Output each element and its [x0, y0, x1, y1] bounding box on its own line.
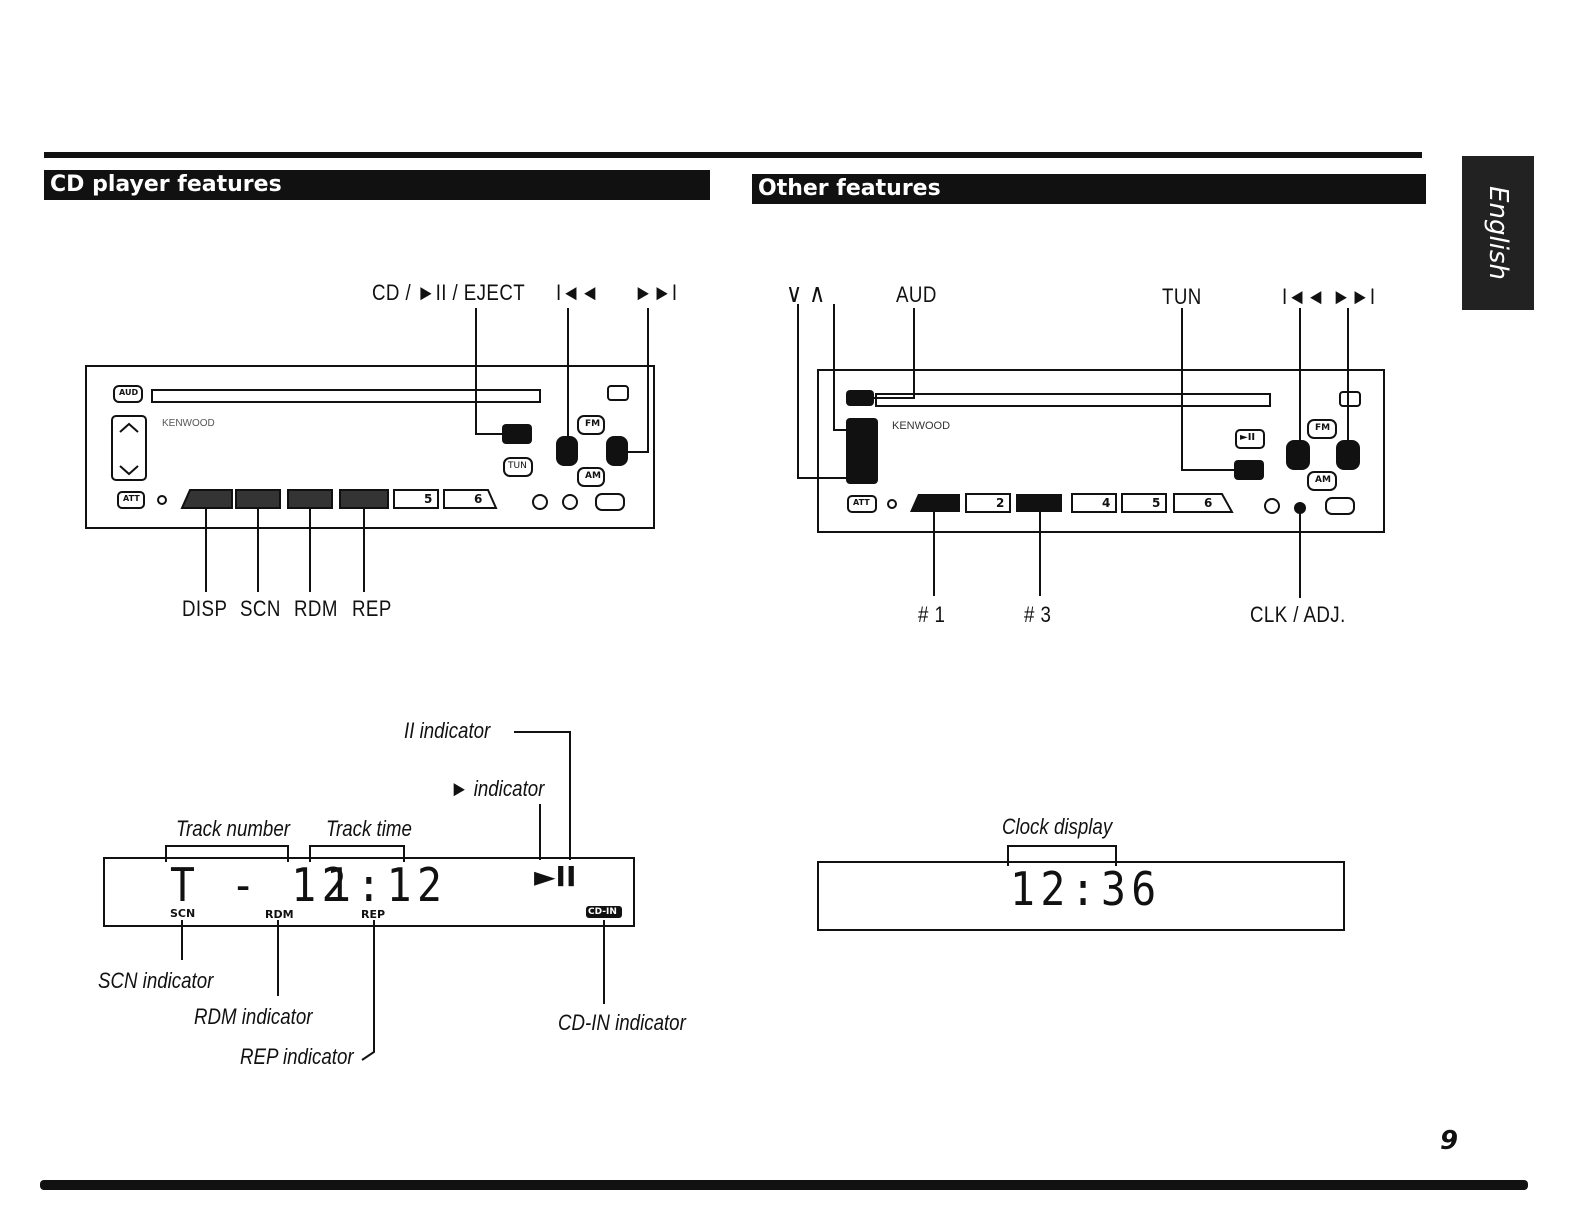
top-rule — [44, 152, 1422, 158]
tun-label: TUN — [1162, 284, 1202, 309]
cd-att-button: ATT — [123, 494, 140, 503]
rep-indicator-label: REP indicator — [240, 1044, 354, 1069]
down-up-label: ∨ ∧ — [786, 278, 826, 308]
cd-tun-button: TUN — [508, 461, 527, 471]
cdin-tag: CD-IN — [588, 907, 617, 917]
bottom-rule — [40, 1180, 1528, 1190]
other-fm-button: FM — [1315, 423, 1331, 433]
scn-label: SCN — [240, 596, 281, 621]
scn-tag: SCN — [170, 907, 196, 920]
track-time-label: Track time — [326, 816, 412, 841]
disp-label: DISP — [182, 596, 228, 621]
rdm-indicator-label: RDM indicator — [194, 1004, 313, 1029]
aud-label: AUD — [896, 282, 937, 307]
other-next-track-label: ►►I — [1332, 284, 1376, 309]
clock-digits: 12:36 — [1010, 862, 1162, 916]
other-att-button: ATT — [853, 498, 870, 507]
cd-fm-button: FM — [585, 419, 601, 429]
rep-tag: REP — [361, 908, 386, 921]
other-brand: KENWOOD — [892, 420, 951, 432]
other-preset-5: 5 — [1152, 496, 1161, 510]
rdm-tag: RDM — [265, 908, 294, 921]
pause-indicator-label: II indicator — [404, 718, 491, 743]
page-number: 9 — [1440, 1126, 1459, 1156]
play-pause-symbol: ►II — [534, 860, 577, 893]
cd-player-section-title: CD player features — [44, 170, 710, 200]
cd-prev-track-label: I◄◄ — [556, 280, 600, 305]
preset-3-label: # 3 — [1024, 602, 1052, 627]
other-preset-4: 4 — [1102, 496, 1111, 510]
play-indicator-label: ► indicator — [450, 776, 545, 801]
track-number-label: Track number — [176, 816, 290, 841]
language-tab: English — [1462, 156, 1534, 310]
other-am-button: AM — [1315, 475, 1331, 485]
cd-aud-button: AUD — [119, 388, 139, 397]
cd-play-eject-label: CD / ►II / EJECT — [372, 280, 526, 305]
clk-adj-label: CLK / ADJ. — [1250, 602, 1346, 627]
other-features-section-title: Other features — [752, 174, 1426, 204]
cd-brand: KENWOOD — [162, 418, 215, 429]
other-play-button: ►II — [1240, 432, 1256, 443]
cd-lcd-frame — [103, 857, 635, 927]
other-panel-body — [817, 369, 1385, 533]
clock-display-label: Clock display — [1002, 814, 1113, 839]
preset-1-label: # 1 — [918, 602, 946, 627]
other-preset-2: 2 — [996, 496, 1005, 510]
other-preset-6: 6 — [1204, 496, 1213, 510]
cdin-indicator-label: CD-IN indicator — [558, 1010, 686, 1035]
other-prev-track-label: I◄◄ — [1282, 284, 1326, 309]
cd-preset-5: 5 — [424, 492, 433, 506]
scn-indicator-label: SCN indicator — [98, 968, 214, 993]
cd-preset-6: 6 — [474, 492, 483, 506]
cd-panel-body — [85, 365, 655, 529]
clock-lcd-frame — [817, 861, 1345, 931]
track-number-digits: T - 12 — [170, 858, 352, 912]
cd-next-track-label: ►►I — [634, 280, 678, 305]
cd-am-button: AM — [585, 471, 601, 481]
rdm-label: RDM — [294, 596, 338, 621]
track-time-digits: 1:12 — [326, 858, 448, 912]
rep-label: REP — [352, 596, 392, 621]
